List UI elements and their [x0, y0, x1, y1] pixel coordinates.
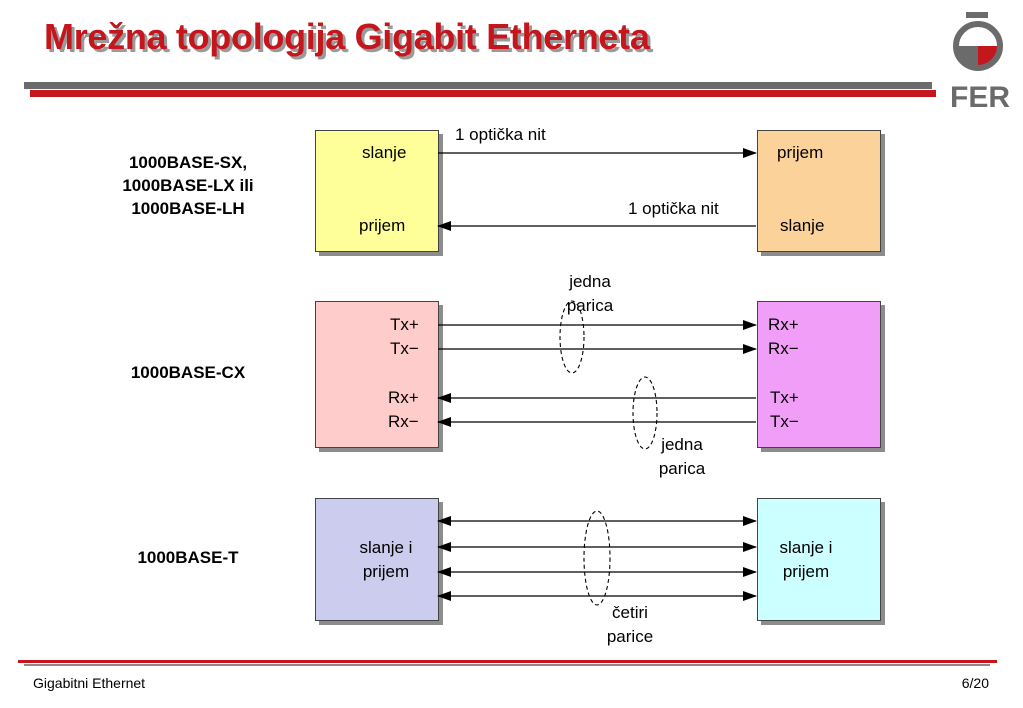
row1-right-device: [757, 130, 881, 252]
row2-left-device: [315, 301, 439, 448]
t-pairs-grouping: [583, 510, 611, 606]
fiber-link-label-top: 1 optička nit: [455, 125, 546, 144]
t-pairs-label: četiri parice: [606, 603, 654, 646]
row2-left-tx-minus: Tx−: [390, 339, 419, 358]
header-divider-gray: [24, 82, 932, 89]
cx-pair2-label: jedna parica: [658, 435, 706, 478]
row1-right-text-top: prijem: [777, 143, 824, 162]
row2-right-rx-minus: Rx−: [768, 339, 799, 358]
standard-label-sx-lx-lh: 1000BASE-SX, 1000BASE-LX ili 1000BASE-LH: [122, 153, 254, 218]
fer-logo-text: FER: [950, 81, 1010, 112]
fer-logo: FER: [950, 12, 1010, 112]
fiber-link-label-bottom: 1 optička nit: [628, 199, 719, 218]
standard-label-t: 1000BASE-T: [137, 548, 239, 567]
cx-pair1-label: jedna parica: [566, 272, 614, 315]
row2-left-rx-plus: Rx+: [388, 388, 419, 407]
footer-divider-red: [18, 660, 997, 663]
footer-title: Gigabitni Ethernet: [33, 675, 146, 691]
row2-left-rx-minus: Rx−: [388, 412, 419, 431]
row3-left-device: [315, 498, 439, 621]
row1-left-text-top: slanje: [362, 143, 407, 162]
row2-right-tx-minus: Tx−: [770, 412, 799, 431]
row2-right-device: [757, 301, 881, 448]
row2-right-tx-plus: Tx+: [770, 388, 799, 407]
standard-label-cx: 1000BASE-CX: [130, 363, 246, 382]
row1-right-text-bottom: slanje: [780, 216, 825, 235]
header-divider-red: [30, 90, 936, 97]
slide-title: Mrežna topologija Gigabit Etherneta: [44, 16, 650, 57]
page-number: 6/20: [961, 675, 989, 691]
row1-left-text-bottom: prijem: [359, 216, 406, 235]
row3-right-device: [757, 498, 881, 621]
cx-pair2-grouping: [632, 376, 658, 450]
row2-right-rx-plus: Rx+: [768, 315, 799, 334]
cx-pair1-grouping: [559, 300, 585, 374]
row3-right-text: slanje i prijem: [779, 538, 833, 581]
row1-left-device: [315, 130, 439, 252]
row2-left-tx-plus: Tx+: [390, 315, 419, 334]
row3-left-text: slanje i prijem: [359, 538, 413, 581]
footer-divider-gray: [24, 664, 990, 666]
